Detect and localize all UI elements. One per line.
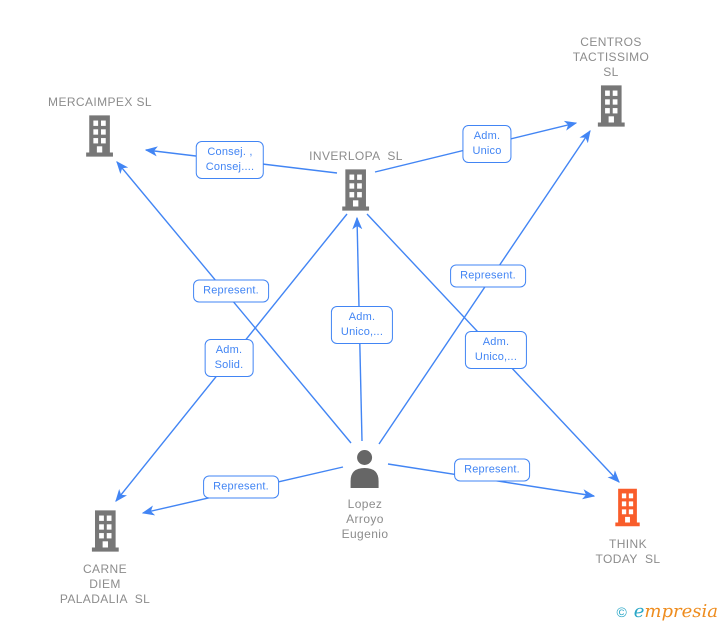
node-inverlopa[interactable]: INVERLOPA SL bbox=[309, 149, 403, 217]
empresia-logo: empresia bbox=[634, 602, 718, 622]
edge-label-adm-unico-inverlopa: Adm. Unico,... bbox=[330, 306, 394, 344]
person-name-label: Lopez Arroyo Eugenio bbox=[341, 497, 389, 541]
copyright-icon: © bbox=[616, 604, 627, 620]
edge-label-represent-centros: Represent. bbox=[450, 264, 526, 288]
building-icon bbox=[594, 84, 627, 133]
edge-label-adm-solid: Adm. Solid. bbox=[204, 339, 254, 377]
edge-person-centros bbox=[378, 129, 591, 445]
node-lopez-arroyo-eugenio[interactable]: Lopez Arroyo Eugenio bbox=[342, 448, 389, 542]
edge-label-represent-carnediem: Represent. bbox=[203, 475, 279, 499]
edge-person-mercaimpex bbox=[116, 161, 352, 444]
building-icon bbox=[340, 168, 373, 217]
building-icon-highlighted bbox=[613, 487, 643, 533]
company-name-label: CARNE DIEM PALADALIA SL bbox=[59, 562, 151, 606]
person-icon bbox=[344, 448, 386, 493]
edge-label-adm-unico-thinktoday: Adm. Unico,... bbox=[464, 331, 528, 369]
node-centros-tactissimo[interactable]: CENTROS TACTISSIMO SL bbox=[573, 35, 649, 133]
node-think-today[interactable]: THINK TODAY SL bbox=[596, 487, 661, 567]
logo-letters-rest: mpresia bbox=[644, 601, 718, 622]
edge-label-represent-thinktoday: Represent. bbox=[454, 458, 530, 482]
edge-label-adm-unico: Adm. Unico bbox=[462, 125, 512, 163]
logo-letter-e: e bbox=[633, 601, 645, 622]
company-name-label: CENTROS TACTISSIMO SL bbox=[572, 35, 650, 79]
edge-label-represent-mercaimpex: Represent. bbox=[193, 279, 269, 303]
company-name-label: THINK TODAY SL bbox=[595, 537, 661, 566]
company-name-label: MERCAIMPEX SL bbox=[48, 95, 152, 109]
empresia-watermark: © empresia bbox=[616, 602, 718, 622]
building-icon bbox=[89, 509, 122, 558]
edge-label-consej: Consej. , Consej.... bbox=[195, 141, 265, 179]
node-mercaimpex[interactable]: MERCAIMPEX SL bbox=[48, 95, 152, 163]
building-icon bbox=[83, 114, 116, 163]
company-name-label: INVERLOPA SL bbox=[309, 149, 403, 163]
node-carne-diem-paladalia[interactable]: CARNE DIEM PALADALIA SL bbox=[60, 509, 150, 607]
